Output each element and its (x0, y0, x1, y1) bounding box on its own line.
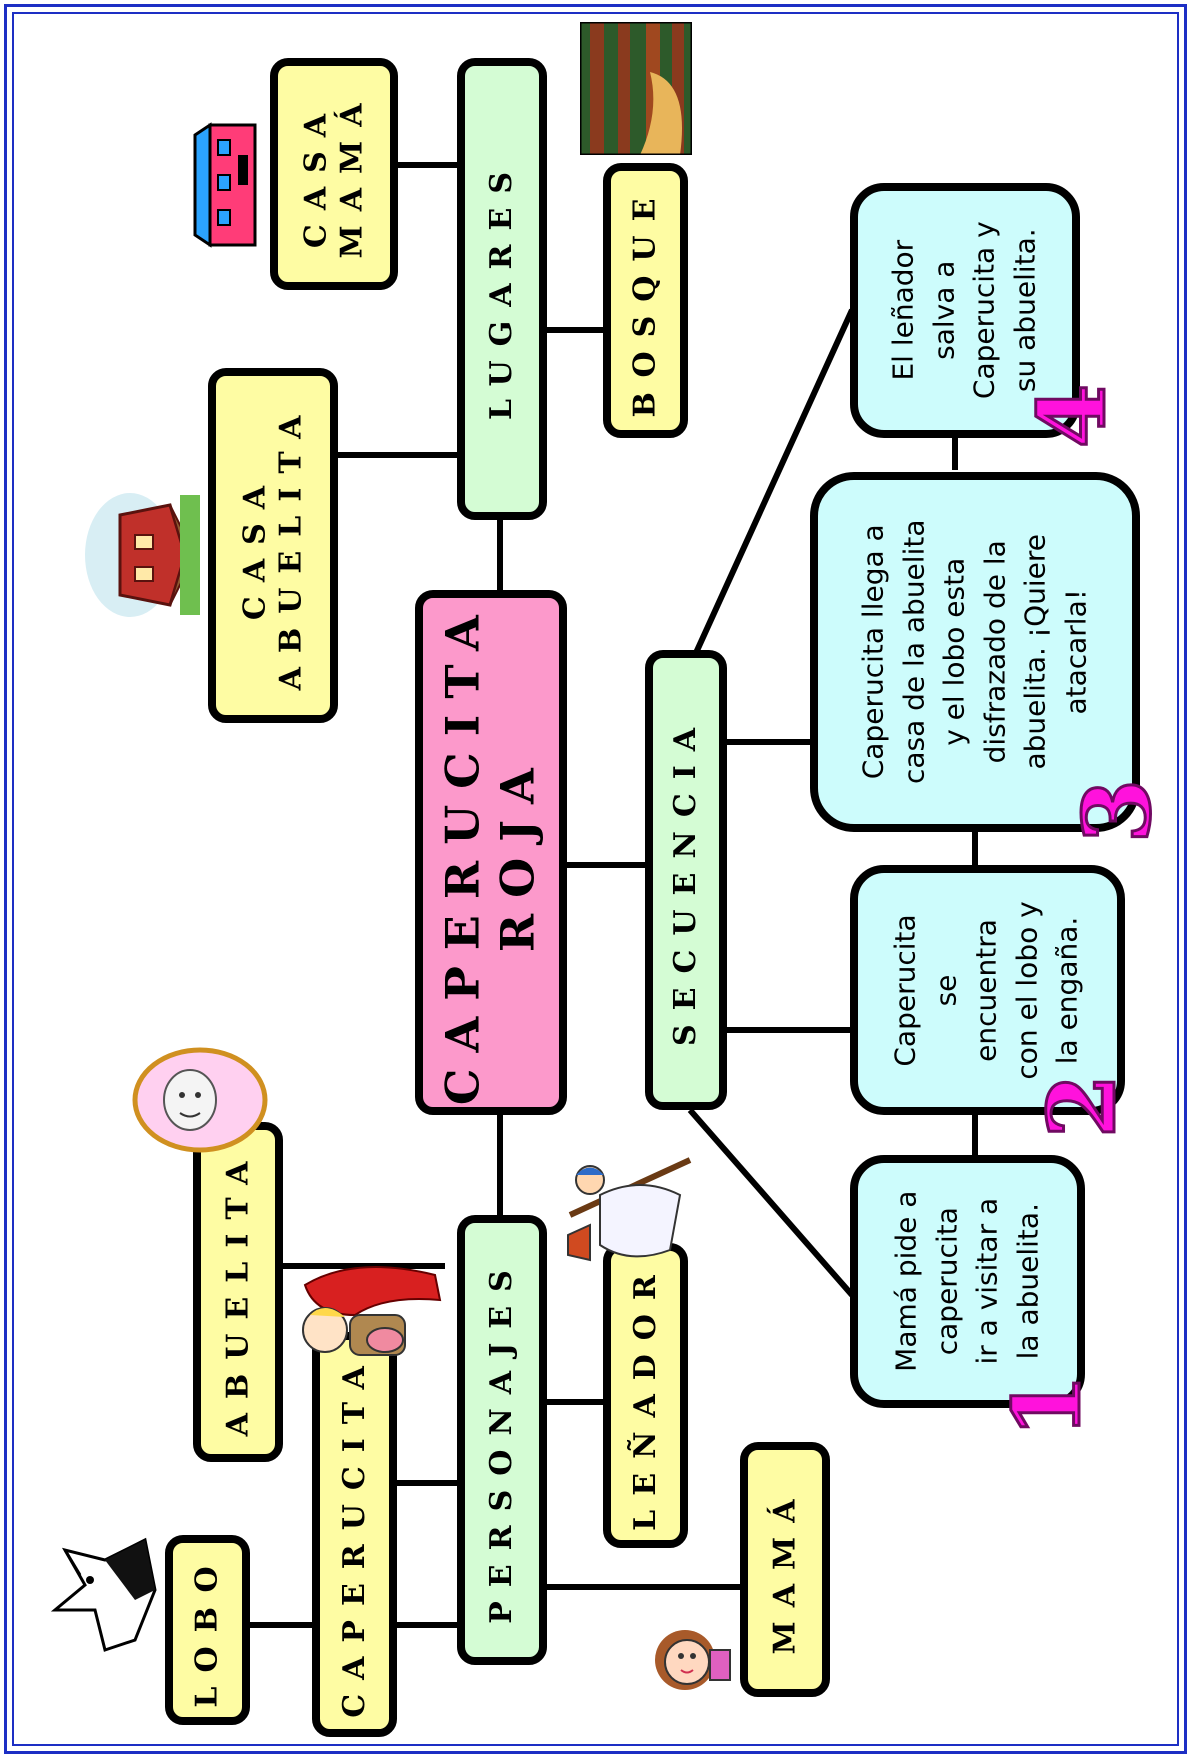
caperucita-node: CAPERUCITA (312, 1332, 397, 1737)
red-cottage-icon (85, 493, 200, 617)
casa-abuelita-node: CASA ABUELITA (208, 368, 338, 723)
secuencia-label: SECUENCIA (668, 713, 704, 1047)
lugares-node: LUGARES (457, 58, 547, 520)
caperucita-label: CAPERUCITA (336, 1351, 372, 1718)
central-node: CAPERUCITA ROJA (415, 590, 567, 1115)
abuelita-node: ABUELITA (193, 1122, 283, 1462)
bosque-label: BOSQUE (627, 184, 663, 417)
mama-node: MAMÁ (740, 1442, 830, 1697)
step-2-text: Caperucita se encuentra con el lobo y la… (889, 900, 1085, 1080)
lobo-label: LOBO (189, 1552, 225, 1708)
central-title: CAPERUCITA ROJA (435, 599, 545, 1106)
woodcutter-icon (567, 1157, 692, 1262)
lenador-node: LEÑADOR (603, 1243, 688, 1548)
lugares-label: LUGARES (484, 158, 520, 420)
sequence-step-1: Mamá pide a caperucita ir a visitar a la… (850, 1155, 1085, 1408)
red-riding-hood-icon (302, 1266, 442, 1356)
inner-frame (12, 12, 1179, 1746)
mama-label: MAMÁ (767, 1485, 802, 1654)
personajes-label: PERSONAJES (484, 1256, 520, 1624)
step-number-4: 4 (1017, 382, 1128, 449)
step-1-text: Mamá pide a caperucita ir a visitar a la… (889, 1190, 1045, 1373)
abuelita-label: ABUELITA (220, 1147, 255, 1437)
grandma-portrait-icon (132, 1047, 268, 1153)
lenador-label: LEÑADOR (627, 1260, 663, 1531)
step-number-2: 2 (1027, 1072, 1138, 1139)
secuencia-node: SECUENCIA (645, 650, 727, 1110)
casa-abuelita-label: CASA ABUELITA (237, 401, 308, 690)
bosque-node: BOSQUE (603, 163, 688, 438)
step-number-1: 1 (992, 1372, 1103, 1439)
outer-frame (4, 4, 1187, 1754)
mother-icon (655, 1630, 731, 1690)
lobo-node: LOBO (165, 1535, 250, 1725)
sequence-step-4: El leñador salva a Caperucita y su abuel… (850, 183, 1080, 438)
step-3-text: Caperucita llega a casa de la abuelita y… (856, 519, 1093, 785)
casa-mama-node: CASA MAMÁ (270, 58, 398, 290)
forest-icon (580, 22, 692, 155)
house-blue-pink-icon (193, 122, 257, 248)
wolf-icon (50, 1537, 157, 1652)
sequence-step-3: Caperucita llega a casa de la abuelita y… (810, 472, 1140, 832)
personajes-node: PERSONAJES (457, 1215, 547, 1665)
casa-mama-label: CASA MAMÁ (298, 89, 369, 259)
sequence-step-2: Caperucita se encuentra con el lobo y la… (850, 865, 1125, 1115)
step-number-3: 3 (1062, 777, 1173, 844)
step-4-text: El leñador salva a Caperucita y su abuel… (886, 221, 1042, 400)
